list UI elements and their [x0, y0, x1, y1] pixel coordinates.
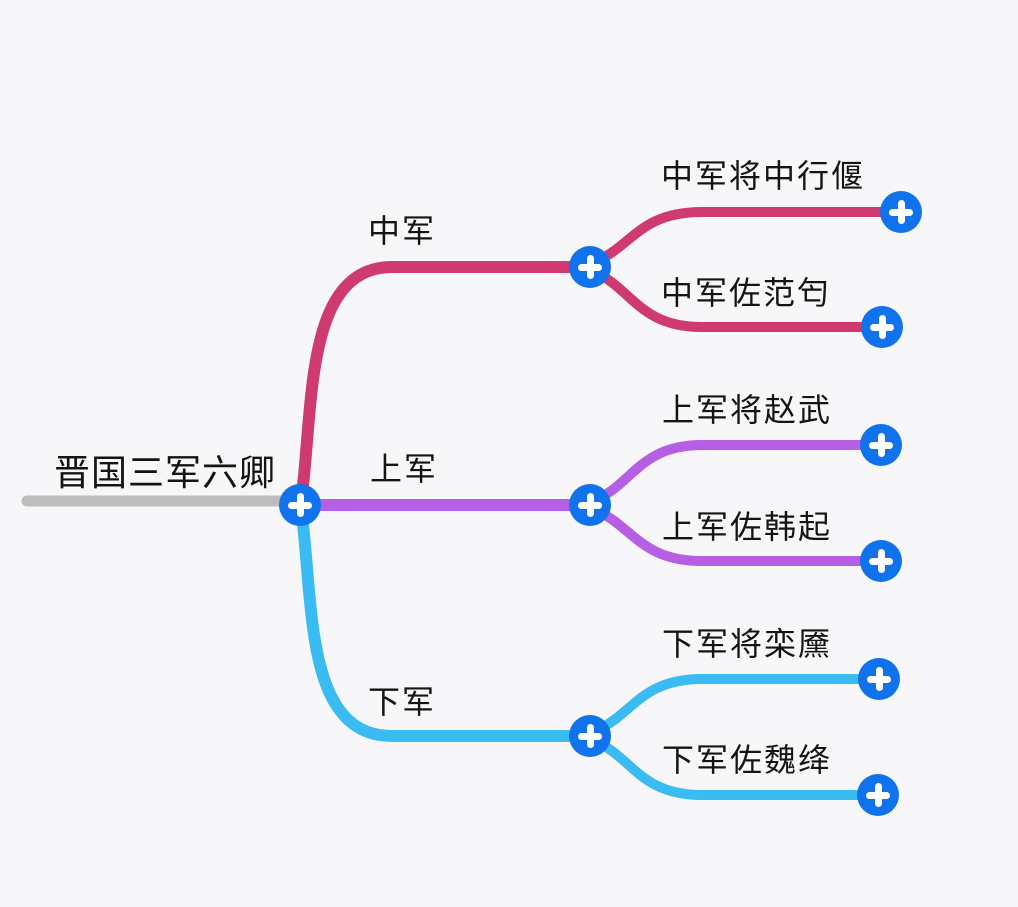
branch-node-label-middle-army[interactable]: 中军 — [368, 213, 437, 249]
connector-lower-army-child-1 — [587, 674, 884, 737]
child-node-label-lower-army-deputy[interactable]: 下军佐魏绛 — [662, 742, 833, 778]
add-node-button-middle-army-general[interactable] — [880, 191, 922, 233]
plus-icon — [857, 774, 899, 816]
branch-node-label-lower-army[interactable]: 下军 — [368, 684, 437, 720]
child-node-label-middle-army-general[interactable]: 中军将中行偃 — [661, 158, 866, 194]
connector-upper-army-child-1 — [587, 440, 886, 506]
connector-middle-army-child-1 — [587, 207, 906, 268]
add-node-button-lower-army-general[interactable] — [858, 658, 900, 700]
add-node-button-lower-army-deputy[interactable] — [857, 774, 899, 816]
child-node-label-lower-army-general[interactable]: 下军将栾黡 — [662, 626, 833, 662]
add-node-button-lower-army[interactable] — [569, 715, 611, 757]
add-node-button-root[interactable] — [279, 484, 321, 526]
branch-node-label-upper-army[interactable]: 上军 — [370, 451, 439, 487]
root-node-label[interactable]: 晋国三军六卿 — [54, 452, 277, 493]
plus-icon — [860, 424, 902, 466]
child-node-label-upper-army-deputy[interactable]: 上军佐韩起 — [662, 509, 833, 545]
child-node-label-middle-army-deputy[interactable]: 中军佐范匄 — [661, 275, 832, 311]
plus-icon — [860, 540, 902, 582]
child-node-label-upper-army-general[interactable]: 上军将赵武 — [662, 392, 833, 428]
plus-icon — [880, 191, 922, 233]
add-node-button-middle-army[interactable] — [569, 246, 611, 288]
plus-icon — [861, 306, 903, 348]
plus-icon — [858, 658, 900, 700]
add-node-button-upper-army-deputy[interactable] — [860, 540, 902, 582]
plus-icon — [279, 484, 321, 526]
connector-branch-middle-army — [295, 261, 596, 508]
add-node-button-middle-army-deputy[interactable] — [861, 306, 903, 348]
plus-icon — [569, 484, 611, 526]
add-node-button-upper-army-general[interactable] — [860, 424, 902, 466]
plus-icon — [569, 246, 611, 288]
connector-branch-lower-army — [295, 502, 596, 742]
plus-icon — [569, 715, 611, 757]
add-node-button-upper-army[interactable] — [569, 484, 611, 526]
